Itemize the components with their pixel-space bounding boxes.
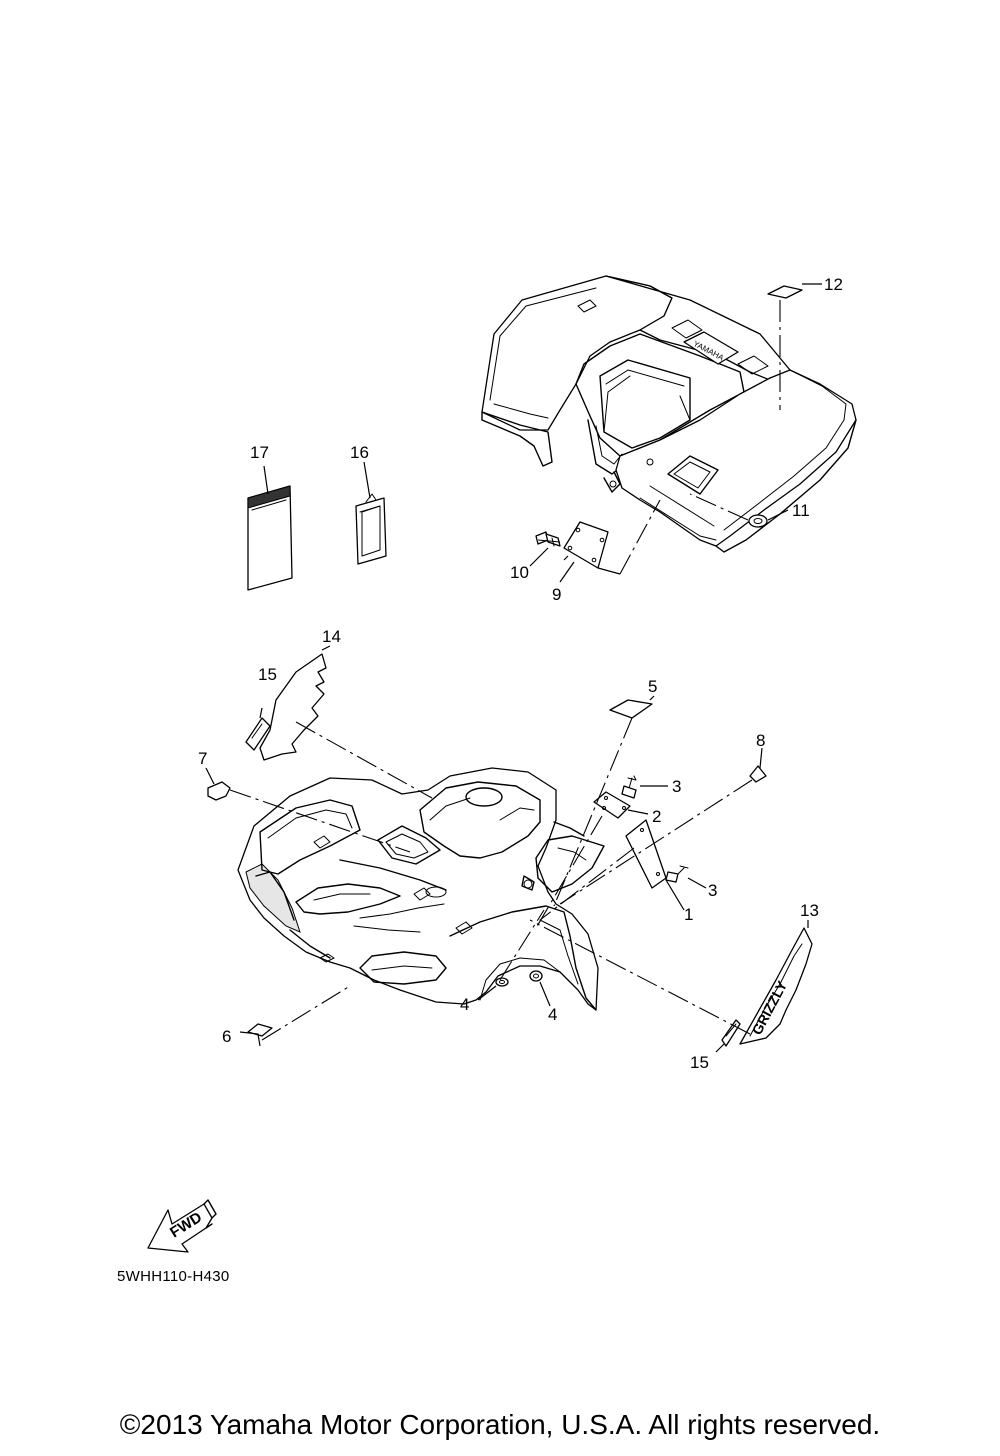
- part-8-label: [749, 765, 767, 783]
- leader-lines: [205, 283, 822, 1053]
- part-10-screw: [535, 531, 561, 547]
- callout-5: 5: [648, 677, 657, 696]
- part-3-screw-top: [621, 775, 637, 799]
- part-15-label-left: [245, 717, 271, 751]
- callout-14: 14: [322, 627, 341, 646]
- part-16-tag: [355, 493, 387, 565]
- part-3-screw-bottom: [665, 865, 689, 883]
- callout-15a: 15: [258, 665, 277, 684]
- part-14-decal: [259, 653, 327, 761]
- callout-15b: 15: [690, 1053, 709, 1072]
- front-fender: [237, 767, 605, 1011]
- rear-fender: YAMAHA: [481, 275, 857, 553]
- callout-8: 8: [756, 731, 765, 750]
- callout-7: 7: [198, 749, 207, 768]
- part-5-label: [609, 699, 653, 719]
- callout-labels: 1 2 3 3 4 4 5 6 7 8 9 10 11 12 13 14 15 …: [198, 275, 843, 1072]
- callout-17: 17: [250, 443, 269, 462]
- copyright-notice: ©2013 Yamaha Motor Corporation, U.S.A. A…: [119, 1409, 881, 1440]
- part-11-grommet: [748, 514, 768, 528]
- part-1-plate: [625, 819, 667, 889]
- callout-6: 6: [222, 1027, 231, 1046]
- callout-1: 1: [684, 905, 693, 924]
- callout-10: 10: [510, 563, 529, 582]
- part-2-plate: [593, 791, 631, 819]
- part-13-grizzly-emblem: GRIZZLY: [739, 927, 813, 1045]
- fwd-arrow-icon: FWD: [147, 1199, 217, 1253]
- callout-3a: 3: [672, 777, 681, 796]
- part-17-manual: [247, 485, 293, 591]
- callout-4a: 4: [460, 995, 469, 1014]
- callout-2: 2: [652, 807, 661, 826]
- part-6-label: [247, 1023, 273, 1037]
- part-12-label: [767, 285, 803, 299]
- callout-11: 11: [792, 501, 810, 520]
- part-4-grommet-left: [495, 977, 509, 987]
- callout-13: 13: [800, 901, 819, 920]
- callout-12: 12: [824, 275, 843, 294]
- part-code: 5WHH110-H430: [117, 1268, 230, 1285]
- callout-16: 16: [350, 443, 369, 462]
- part-4-grommet-right: [529, 970, 543, 982]
- callout-9: 9: [552, 585, 561, 604]
- callout-3b: 3: [708, 881, 717, 900]
- part-9-plate: [563, 521, 609, 569]
- callout-4b: 4: [548, 1005, 557, 1024]
- part-7-emblem: [207, 781, 231, 801]
